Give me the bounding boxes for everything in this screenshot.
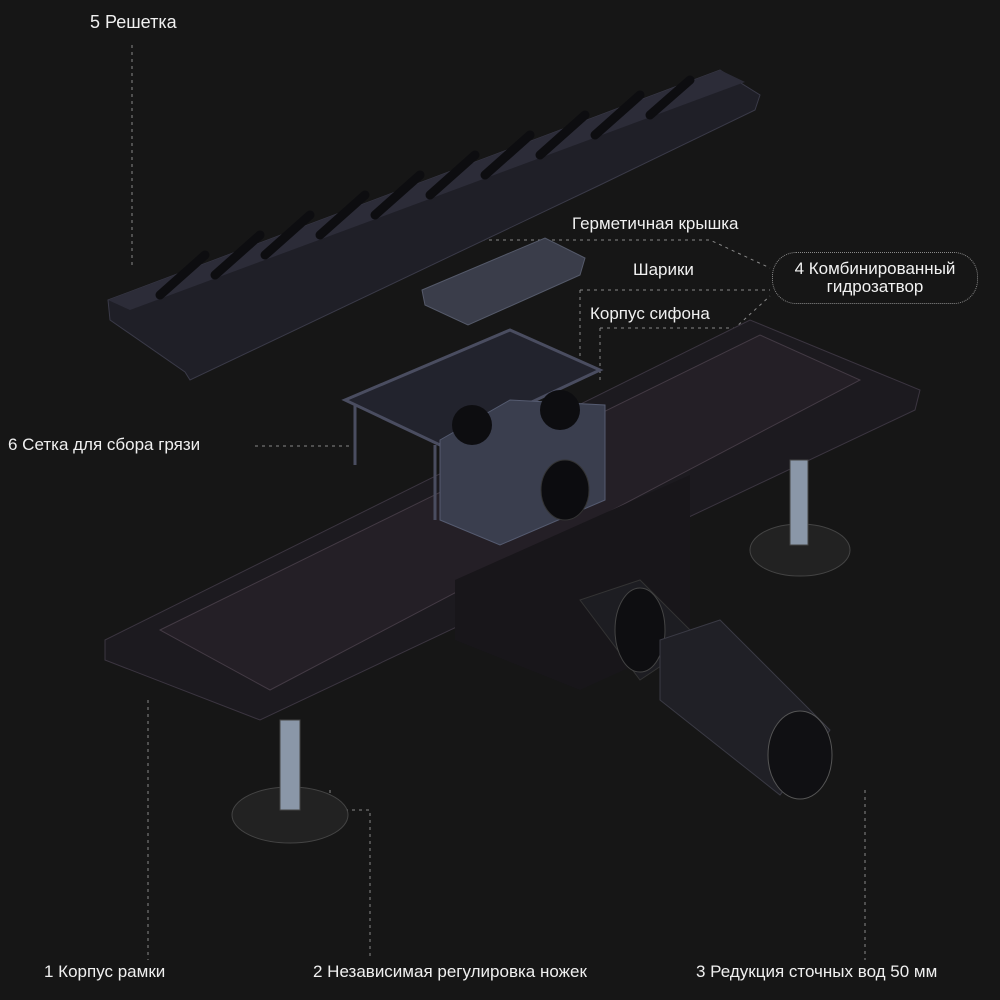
ball [452, 405, 492, 445]
ball [540, 390, 580, 430]
adjustable-legs-illustration [231, 459, 851, 844]
combined-seal-line1: 4 Комбинированный [794, 259, 956, 278]
label-combined-seal: 4 Комбинированный гидрозатвор [772, 252, 978, 304]
reduction-pipes-illustration [579, 579, 833, 800]
label-reduction: 3 Редукция сточных вод 50 мм [696, 962, 938, 981]
label-siphon-body: Корпус сифона [590, 304, 710, 323]
grate-illustration [107, 69, 761, 381]
label-frame-body: 1 Корпус рамки [44, 962, 166, 981]
combined-seal-line2: гидрозатвор [826, 277, 924, 296]
label-balls: Шарики [633, 260, 694, 279]
sealed-cap-illustration [421, 237, 586, 326]
label-dirt-mesh: 6 Сетка для сбора грязи [8, 435, 201, 454]
label-legs: 2 Независимая регулировка ножек [313, 962, 587, 981]
siphon-body-illustration [439, 390, 606, 546]
label-grate: 5 Решетка [90, 12, 177, 32]
dirt-mesh-illustration [341, 328, 604, 520]
label-sealed-cap: Герметичная крышка [572, 214, 739, 233]
